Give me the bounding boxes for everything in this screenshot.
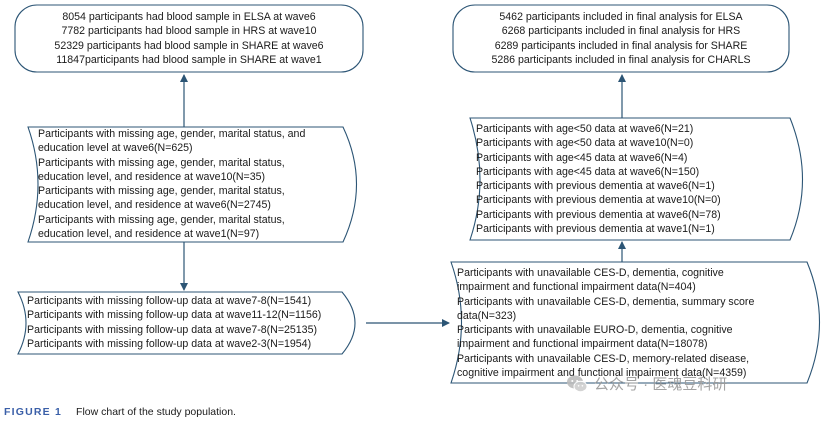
watermark-text: 公众号 · 医魂豆科研	[594, 376, 728, 393]
node-exclusion-left-2: Participants with missing follow-up data…	[27, 294, 321, 351]
node-line: Participants with missing follow-up data…	[27, 295, 312, 307]
node-exclusion-right-2: Participants with unavailable CES-D, dem…	[457, 266, 754, 380]
box-top-right	[452, 4, 790, 73]
node-line: Participants with unavailable CES-D, dem…	[457, 295, 755, 308]
node-line: Participants with unavailable CES-D, mem…	[457, 352, 750, 365]
node-line: Participants with previous dementia at w…	[476, 180, 715, 193]
caption-text: Flow chart of the study population.	[76, 406, 236, 418]
node-line: impairment and functional impairment dat…	[457, 338, 708, 351]
node-line: 8054 participants had blood sample in EL…	[62, 11, 316, 23]
node-line: impairment and functional impairment dat…	[457, 281, 696, 294]
node-line: Participants with missing age, gender, m…	[38, 156, 285, 169]
node-line: 52329 participants had blood sample in S…	[54, 39, 324, 52]
box-exclusion-right-1	[469, 117, 804, 241]
node-line: Participants with missing follow-up data…	[27, 323, 317, 336]
wechat-icon	[567, 375, 588, 392]
node-line: 6268 participants included in final anal…	[501, 25, 741, 38]
node-line: data(N=323)	[457, 309, 517, 322]
box-exclusion-left-2	[17, 291, 356, 355]
node-line: Participants with age<50 data at wave6(N…	[476, 123, 694, 135]
figure-label: FIGURE 1	[4, 406, 63, 418]
node-line: 11847participants had blood sample in SH…	[56, 53, 322, 66]
node-line: Participants with unavailable CES-D, dem…	[457, 267, 724, 279]
node-line: cognitive impairment and functional impa…	[457, 367, 747, 380]
node-line: Participants with age<45 data at wave6(N…	[476, 151, 688, 164]
node-line: education level, and residence at wave10…	[38, 170, 266, 183]
node-line: Participants with unavailable EURO-D, de…	[457, 324, 733, 337]
node-line: Participants with previous dementia at w…	[476, 208, 721, 221]
node-line: 5462 participants included in final anal…	[499, 11, 743, 23]
node-line: 5286 participants included in final anal…	[491, 53, 751, 66]
node-line: Participants with previous dementia at w…	[476, 194, 721, 207]
node-line: education level, and residence at wave6(…	[38, 199, 271, 212]
box-exclusion-right-2	[450, 261, 821, 384]
node-line: Participants with missing follow-up data…	[27, 309, 322, 322]
node-line: 6289 participants included in final anal…	[494, 39, 748, 52]
node-line: Participants with age<45 data at wave6(N…	[476, 165, 700, 178]
node-line: Participants with previous dementia at w…	[476, 223, 715, 236]
node-top-right: 5462 participants included in final anal…	[453, 10, 789, 67]
figure-caption: FIGURE 1 Flow chart of the study populati…	[4, 405, 236, 419]
node-line: Participants with missing age, gender, m…	[38, 213, 285, 226]
box-exclusion-left-1	[27, 126, 358, 243]
node-line: Participants with missing age, gender, m…	[38, 185, 285, 198]
node-line: Participants with age<50 data at wave10(…	[476, 137, 694, 150]
box-top-left	[14, 4, 364, 73]
node-line: 7782 participants had blood sample in HR…	[61, 25, 317, 38]
node-line: education level at wave6(N=625)	[38, 142, 193, 155]
node-exclusion-left-1: Participants with missing age, gender, m…	[38, 127, 305, 241]
node-top-left: 8054 participants had blood sample in EL…	[15, 10, 363, 67]
node-line: education level, and residence at wave1(…	[38, 228, 260, 241]
watermark: 公众号 · 医魂豆科研	[566, 373, 727, 394]
node-line: Participants with missing age, gender, m…	[38, 128, 306, 140]
node-exclusion-right-1: Participants with age<50 data at wave6(N…	[476, 122, 721, 236]
node-line: Participants with missing follow-up data…	[27, 337, 312, 350]
